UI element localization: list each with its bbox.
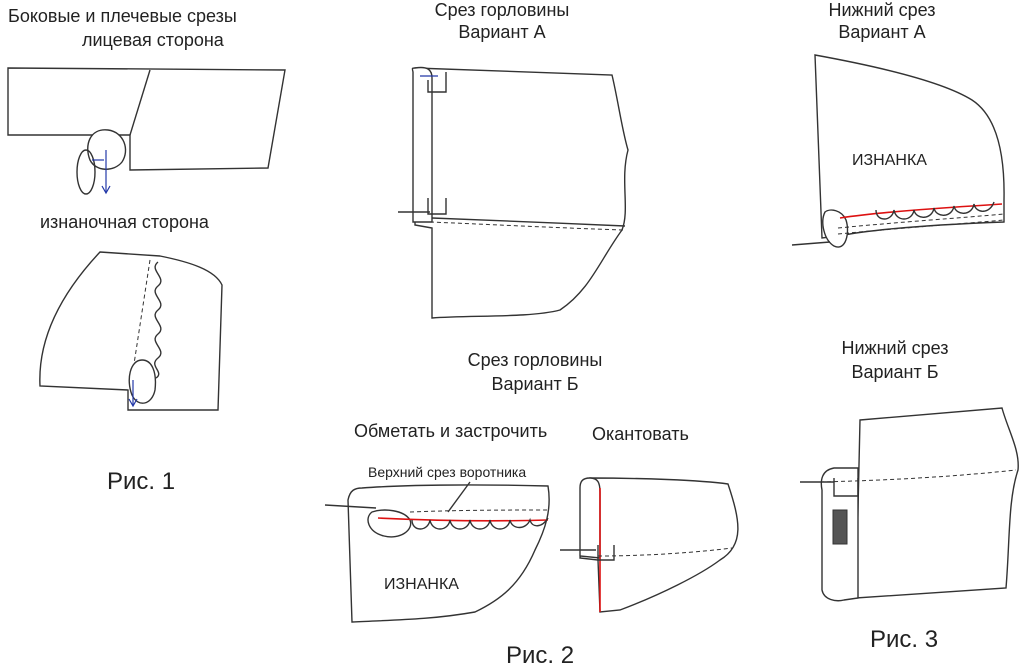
hem-variant-b-title-line1: Нижний срез: [841, 338, 949, 358]
neck-variant-b-title-line2: Вариант Б: [491, 374, 579, 394]
inside-label-a: ИЗНАНКА: [852, 152, 927, 169]
fig2-caption: Рис. 2: [506, 642, 575, 669]
fig1-right-side-panel: [7, 67, 286, 195]
hem-variant-a-title-line1: Нижний срез: [828, 0, 936, 20]
fig1-wrong-side-label: изнаночная сторона: [40, 212, 209, 232]
overcast-label: Обметать и застрочить: [354, 421, 548, 441]
neck-variant-b-overcast-drawing: [324, 481, 550, 623]
neck-variant-a-title-line2: Вариант А: [458, 22, 546, 42]
hem-variant-b-drawing: [800, 407, 1019, 602]
collar-edge-label: Верхний срез воротника: [368, 464, 527, 480]
fig1-wrong-side-panel: [39, 251, 223, 411]
bind-label: Окантовать: [592, 424, 689, 444]
neck-variant-b-title-line1: Срез горловины: [467, 350, 603, 370]
neck-variant-a-title-line1: Срез горловины: [434, 0, 570, 20]
fig1-title-line2: лицевая сторона: [82, 30, 224, 50]
fig1-title-line1: Боковые и плечевые срезы: [8, 6, 237, 26]
hem-variant-a-title-line2: Вариант А: [838, 22, 926, 42]
neck-variant-b-bind-drawing: [560, 477, 739, 613]
fig3-caption: Рис. 3: [870, 626, 939, 653]
fig1-caption: Рис. 1: [107, 468, 176, 495]
neck-variant-a-drawing: [398, 66, 629, 319]
hem-variant-b-title-line2: Вариант Б: [851, 362, 939, 382]
inside-label-b: ИЗНАНКА: [384, 576, 459, 593]
hem-variant-a-drawing: [791, 54, 1005, 248]
